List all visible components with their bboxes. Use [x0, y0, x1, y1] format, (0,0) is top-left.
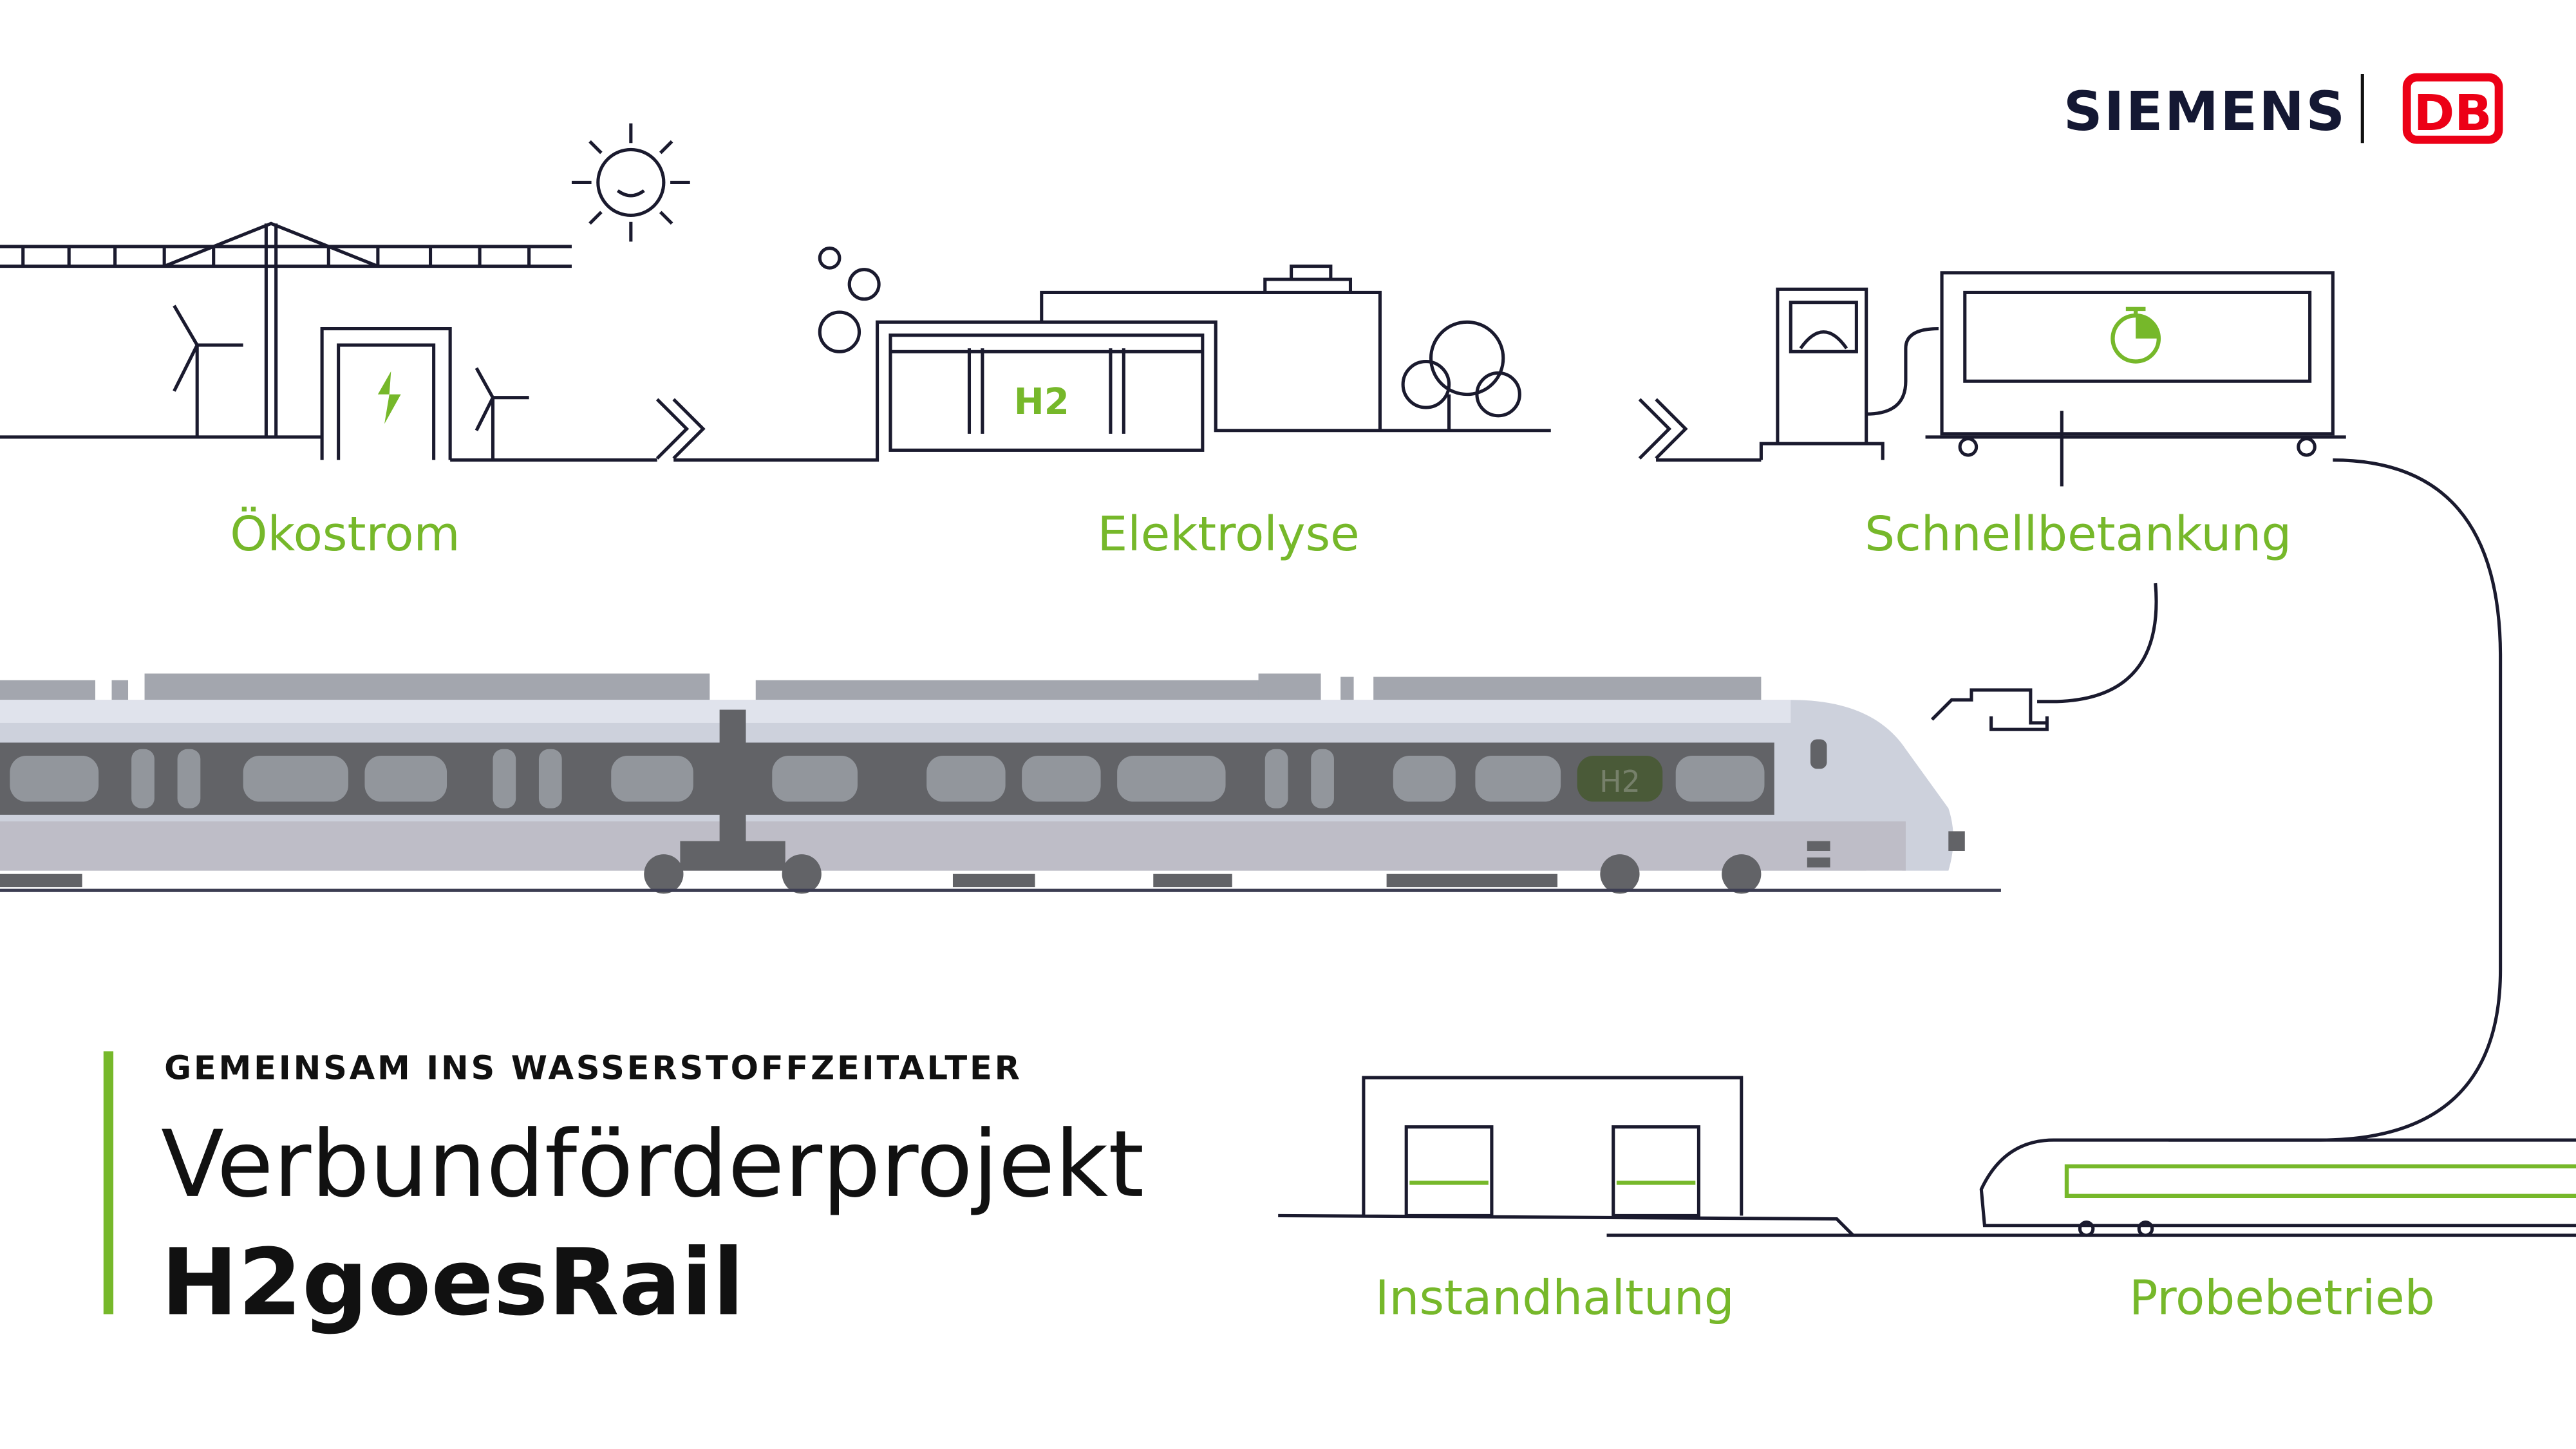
lightning-icon	[377, 371, 401, 424]
sun-icon	[571, 123, 690, 242]
h2-train: H2	[0, 673, 2001, 894]
stopwatch-icon	[2111, 306, 2161, 364]
rail-track	[0, 888, 2001, 892]
wind-turbine-icon	[475, 367, 529, 460]
stage-label-probebetrieb: Probebetrieb	[2129, 1271, 2435, 1326]
svg-text:H2: H2	[1599, 764, 1641, 799]
stage-label-schnellbetankung: Schnellbetankung	[1865, 507, 2291, 562]
stage-label-oekostrom: Ökostrom	[230, 506, 460, 562]
process-connector-line	[2168, 458, 2503, 1142]
chevron-right-icon	[1638, 398, 1688, 460]
title-subtitle: GEMEINSAM INS WASSERSTOFFZEITALTER	[164, 1050, 1022, 1088]
stage-label-instandhaltung: Instandhaltung	[1375, 1271, 1735, 1326]
title-accent-bar	[103, 1051, 114, 1314]
probebetrieb-illustration	[1606, 1138, 2576, 1237]
chevron-right-icon	[655, 398, 706, 460]
db-logo: DB	[2402, 73, 2503, 144]
title-line2: H2goesRail	[161, 1229, 744, 1336]
wind-turbine-icon	[173, 304, 243, 437]
schnellbetankung-illustration	[1759, 271, 2346, 487]
svg-text:H2: H2	[1014, 381, 1069, 423]
tree-icon	[1401, 320, 1521, 431]
siemens-logo: SIEMENS	[2064, 80, 2347, 143]
svg-text:DB: DB	[2414, 85, 2492, 142]
svg-text:SIEMENS: SIEMENS	[2064, 80, 2347, 143]
stage-label-elektrolyse: Elektrolyse	[1098, 507, 1360, 562]
elektrolyse-illustration: H2	[673, 246, 1551, 462]
title-line1: Verbundförderprojekt	[161, 1110, 1144, 1218]
h2-badge	[1577, 755, 1663, 802]
oekostrom-illustration	[0, 123, 690, 462]
instandhaltung-illustration	[1278, 1076, 1855, 1237]
fuel-nozzle-icon	[1930, 583, 2158, 731]
